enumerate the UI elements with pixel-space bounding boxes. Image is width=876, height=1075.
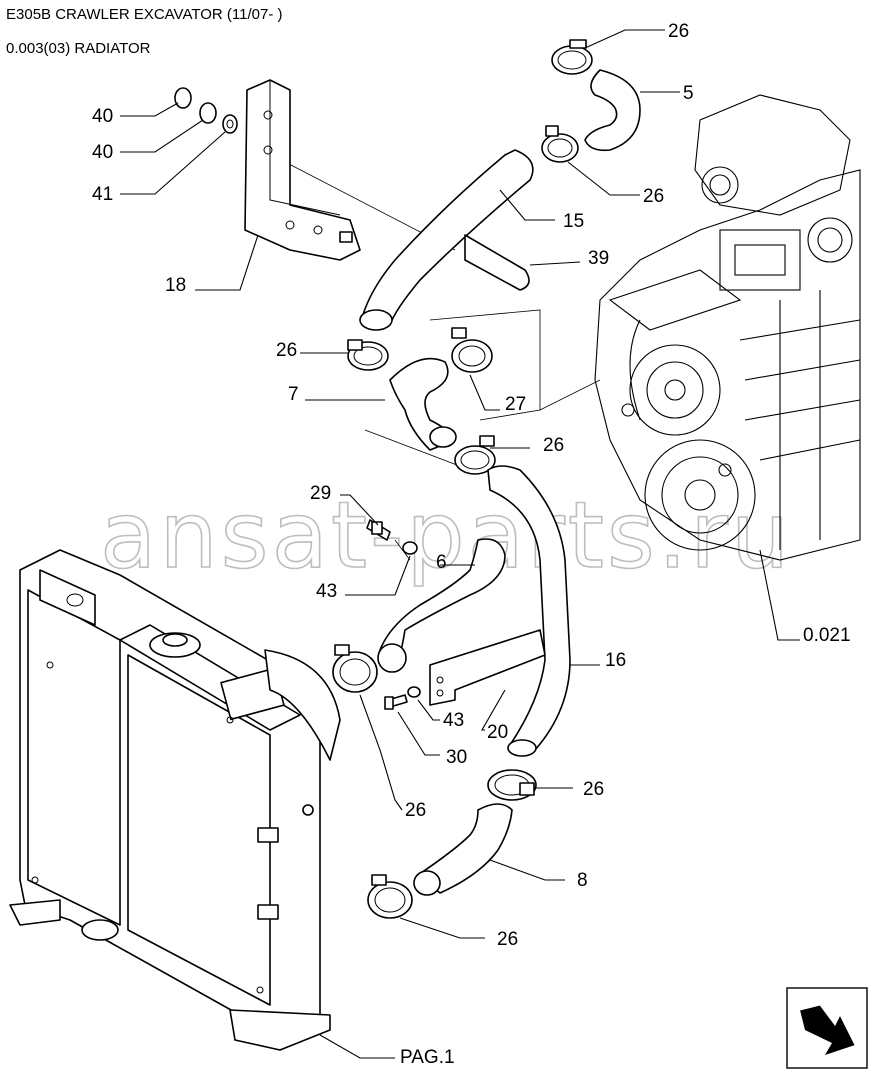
leader-30 <box>397 711 440 756</box>
callout-pag: PAG.1 <box>400 1047 455 1068</box>
clamp-26-e <box>332 644 378 693</box>
callout-43b: 43 <box>443 710 464 731</box>
callout-39: 39 <box>588 248 609 269</box>
callout-40a: 40 <box>92 106 113 127</box>
clamp-26-d <box>454 435 496 475</box>
leader-26-b <box>567 161 640 196</box>
callout-15: 15 <box>563 211 584 232</box>
leader-43a <box>345 555 411 596</box>
section-title: 0.003(03) RADIATOR <box>6 40 151 57</box>
leader-26-top <box>584 29 665 49</box>
callout-26-top: 26 <box>668 21 689 42</box>
callout-16: 16 <box>605 650 626 671</box>
clamp-26-f <box>487 769 537 801</box>
callout-43a: 43 <box>316 581 337 602</box>
hose-16-end <box>507 739 537 757</box>
leader-8 <box>489 859 565 881</box>
bolt-29 <box>366 519 391 541</box>
leader-18 <box>195 234 259 291</box>
clamp-26-b <box>541 125 579 163</box>
leader-40b <box>120 119 204 153</box>
callout-26-b: 26 <box>643 186 664 207</box>
hose-5 <box>584 69 641 152</box>
callout-26-d: 26 <box>543 435 564 456</box>
u-bolt-39 <box>464 234 530 291</box>
radiator-assembly <box>9 549 341 1051</box>
bracket-18 <box>244 79 361 261</box>
leader-0021 <box>759 549 800 641</box>
hose-8-end <box>413 870 441 896</box>
callout-27: 27 <box>505 394 526 415</box>
next-page-arrow-icon[interactable] <box>786 987 868 1069</box>
leader-26-e <box>359 694 403 811</box>
leader-39 <box>529 261 581 266</box>
callout-7: 7 <box>288 384 299 405</box>
leader-15 <box>499 189 555 221</box>
callout-30: 30 <box>446 747 467 768</box>
washer-43b <box>407 686 421 698</box>
clamp-26-c <box>347 339 389 371</box>
hose-15-end <box>359 309 393 331</box>
hose-15 <box>361 149 534 326</box>
washer-43a <box>402 541 418 555</box>
callout-8: 8 <box>577 870 588 891</box>
callout-26-e: 26 <box>405 800 426 821</box>
leader-29 <box>340 494 379 526</box>
leader-43b <box>417 699 440 721</box>
bolt-30 <box>384 694 408 710</box>
engine-assembly <box>594 94 861 561</box>
callout-26-g: 26 <box>497 929 518 950</box>
hose-7-end <box>429 426 457 448</box>
leader-20 <box>481 689 506 731</box>
leader-pag <box>319 1034 395 1059</box>
callout-5: 5 <box>683 83 694 104</box>
callout-labels: 26 5 40 40 41 26 15 39 18 26 7 27 26 29 … <box>92 21 851 1068</box>
callout-18: 18 <box>165 275 186 296</box>
hose-6-end <box>377 643 407 673</box>
clamp-26-top <box>551 39 593 75</box>
clamp-26-g <box>367 874 413 919</box>
bracket-20 <box>429 629 546 706</box>
hose-8 <box>417 803 513 894</box>
watermark: ansat-parts.ru <box>100 482 792 589</box>
callout-26-c: 26 <box>276 340 297 361</box>
callout-6: 6 <box>436 552 447 573</box>
leader-41 <box>120 131 226 195</box>
hose-16 <box>487 465 571 751</box>
leader-27 <box>469 374 500 411</box>
leader-26-g <box>399 917 485 939</box>
diagram-title: E305B CRAWLER EXCAVATOR (11/07- ) <box>6 6 283 23</box>
callout-29: 29 <box>310 483 331 504</box>
callout-41: 41 <box>92 184 113 205</box>
leader-40a <box>120 102 179 117</box>
clamp-27 <box>451 327 493 373</box>
spacers-40-41 <box>174 87 238 134</box>
callout-40b: 40 <box>92 142 113 163</box>
callout-26-f: 26 <box>583 779 604 800</box>
callout-0021: 0.021 <box>803 625 851 646</box>
callout-20: 20 <box>487 722 508 743</box>
